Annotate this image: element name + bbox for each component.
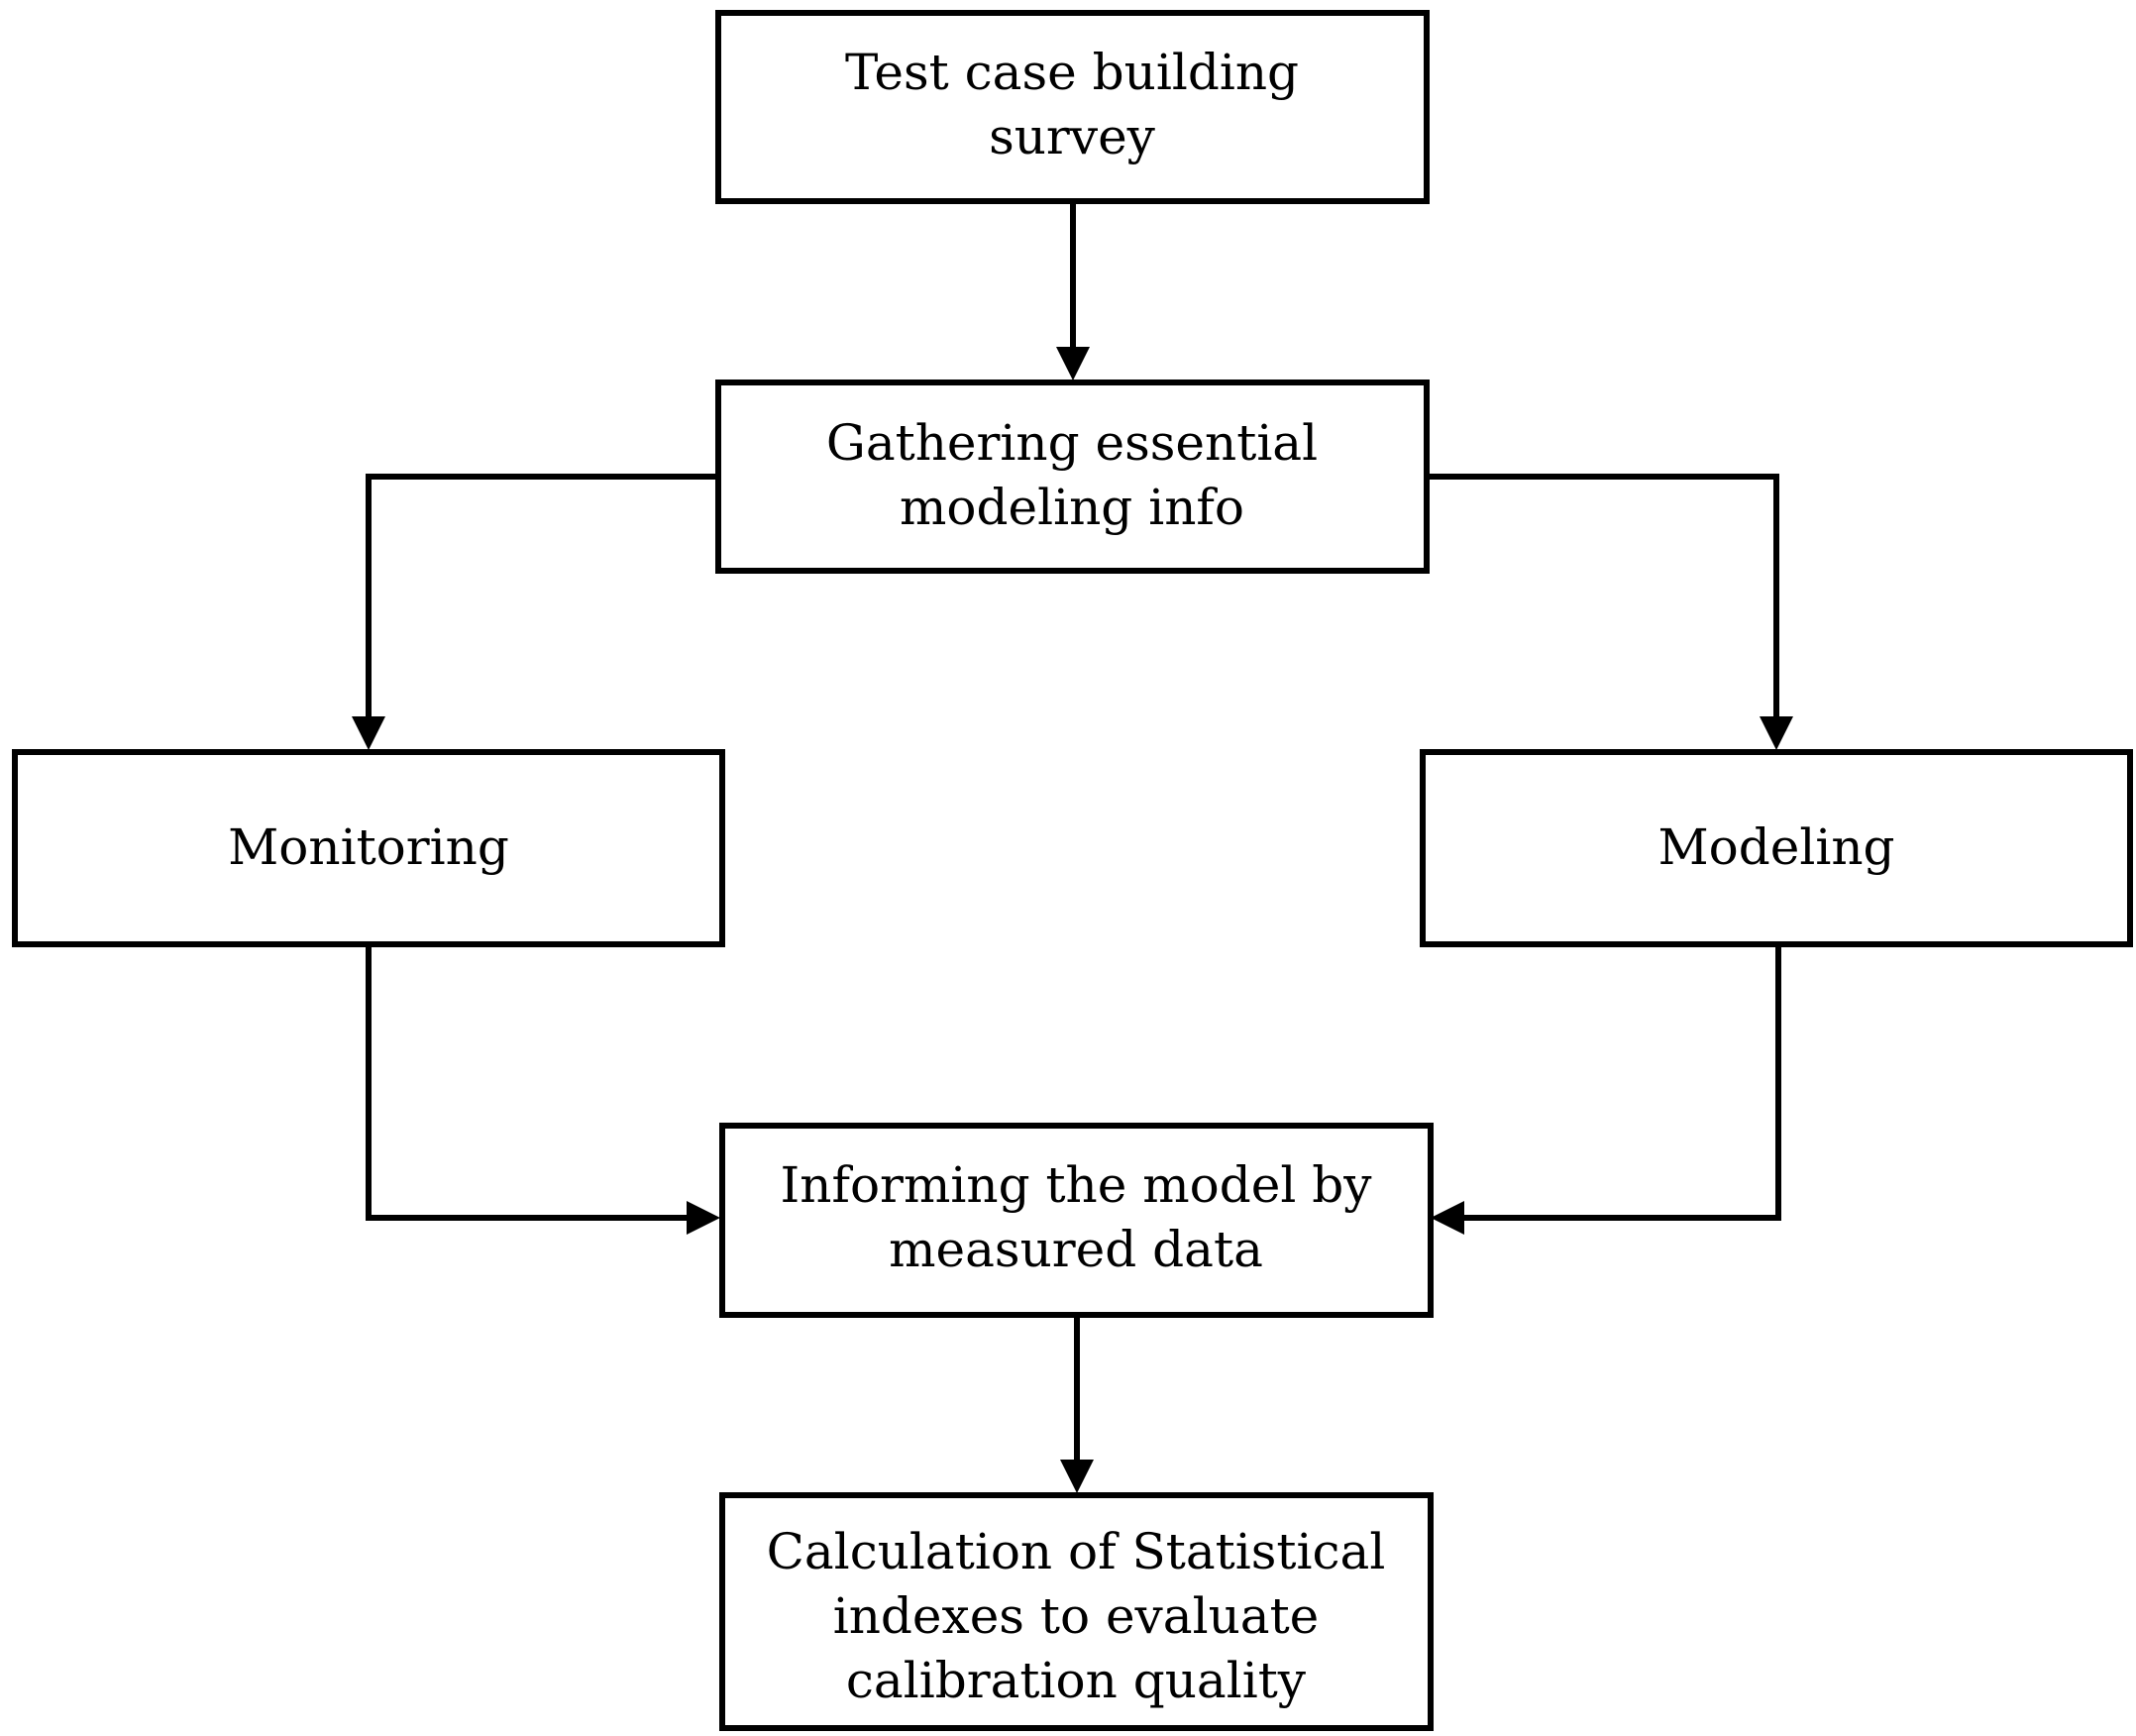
node-gathering-line-2: modeling info — [900, 479, 1244, 536]
node-survey-box — [715, 10, 1430, 204]
node-modeling: Modeling — [1420, 749, 2133, 947]
node-calculation-line-2: indexes to evaluate — [833, 1587, 1320, 1645]
node-survey: Test case building survey — [715, 10, 1430, 204]
edge-gathering-to-modeling — [1427, 474, 1779, 716]
node-informing-box — [719, 1123, 1434, 1318]
node-calculation-line-1: Calculation of Statistical — [767, 1523, 1386, 1580]
node-informing-line-2: measured data — [889, 1221, 1263, 1278]
node-informing: Informing the model by measured data — [719, 1123, 1434, 1318]
node-survey-line-1: Test case building — [845, 44, 1299, 101]
node-gathering-box — [715, 380, 1430, 574]
node-gathering-line-1: Gathering essential — [826, 414, 1318, 472]
node-calculation-line-3: calibration quality — [846, 1652, 1307, 1709]
edge-modeling-to-informing — [1464, 944, 1781, 1221]
node-informing-line-1: Informing the model by — [781, 1156, 1373, 1214]
edge-gathering-to-monitoring — [366, 474, 718, 716]
node-modeling-box — [1420, 749, 2133, 947]
arrowhead-informing-left — [687, 1201, 720, 1235]
node-monitoring-box — [12, 749, 725, 947]
node-monitoring: Monitoring — [12, 749, 725, 947]
arrowhead-monitoring-top — [352, 716, 385, 750]
arrowhead-gathering-top — [1056, 347, 1090, 380]
edge-monitoring-to-informing — [366, 944, 687, 1221]
node-calculation: Calculation of Statistical indexes to ev… — [719, 1492, 1434, 1731]
node-survey-line-2: survey — [989, 108, 1156, 165]
node-gathering: Gathering essential modeling info — [715, 380, 1430, 574]
node-monitoring-line-1: Monitoring — [228, 818, 509, 876]
arrowhead-calculation-top — [1060, 1460, 1094, 1493]
arrowhead-modeling-top — [1760, 716, 1793, 750]
arrowhead-informing-right — [1431, 1201, 1464, 1235]
node-calculation-box — [719, 1492, 1434, 1731]
node-modeling-line-1: Modeling — [1657, 818, 1894, 876]
